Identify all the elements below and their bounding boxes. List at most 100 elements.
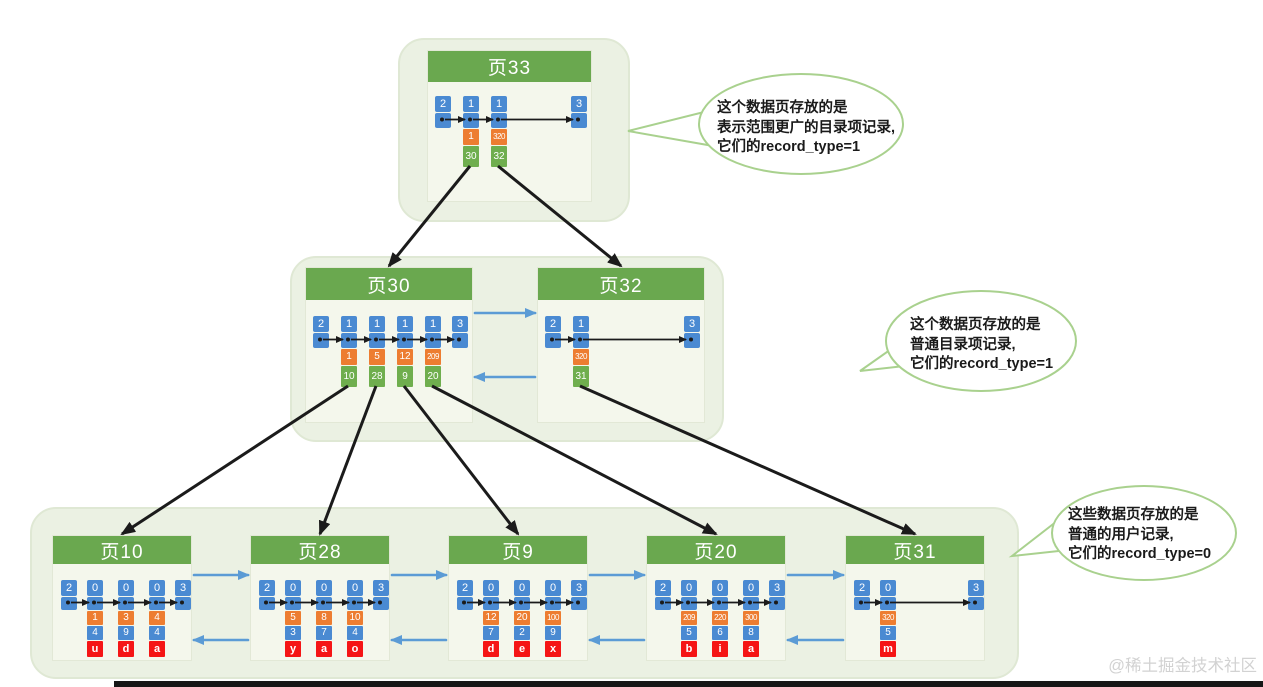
record-field: 12 [397,349,413,365]
record-type-value: 2 [457,580,473,596]
record-pointer-box [545,333,561,348]
record-field: 3 [285,626,301,640]
record-field: i [712,641,728,657]
record-cell: 2 [854,580,870,610]
bottom-progress-bar [114,681,1263,687]
record-cell: 3 [175,580,191,610]
record-field: 4 [149,611,165,625]
record-cell: 3 [968,580,984,610]
record-field: b [681,641,697,657]
page-title-p28: 页28 [251,536,389,564]
record-pointer-box [571,597,587,610]
record-cell: 3 [373,580,389,610]
record-field: e [514,641,530,657]
record-type-value: 1 [425,316,441,332]
record-pointer-box [175,597,191,610]
record-field: 10 [341,366,357,387]
record-pointer-box [118,597,134,610]
record-field: 1 [87,611,103,625]
callout-line: 它们的record_type=1 [717,139,861,155]
record-field: 8 [316,611,332,625]
record-type-value: 1 [397,316,413,332]
record-pointer-box [347,597,363,610]
record-type-value: 3 [968,580,984,596]
record-field: 28 [369,366,385,387]
record-type-value: 2 [435,96,451,112]
record-type-value: 0 [285,580,301,596]
record-pointer-box [457,597,473,610]
callout-directory-text: 这个数据页存放的是 普通目录项记录, 它们的record_type=1 [910,316,1053,375]
record-type-value: 0 [514,580,530,596]
record-type-value: 1 [573,316,589,332]
callout-line: 这个数据页存放的是 [717,100,848,116]
record-cell: 3 [769,580,785,610]
record-pointer-box [373,597,389,610]
record-field: 4 [87,626,103,640]
record-type-value: 0 [118,580,134,596]
record-type-value: 2 [655,580,671,596]
record-type-value: 0 [316,580,332,596]
record-pointer-box [514,597,530,610]
record-field: o [347,641,363,657]
record-pointer-box [397,333,413,348]
record-field: 12 [483,611,499,625]
record-cell: 3 [452,316,468,348]
callout-line: 普通目录项记录, [910,336,1016,353]
record-pointer-box [61,597,77,610]
record-cell: 3 [684,316,700,348]
record-field: 10 [347,611,363,625]
record-field: 9 [397,366,413,387]
record-pointer-box [712,597,728,610]
record-pointer-box [655,597,671,610]
record-field: y [285,641,301,657]
record-pointer-box [491,113,507,128]
record-cell: 3 [571,96,587,128]
record-field: 7 [483,626,499,640]
record-type-value: 3 [571,96,587,112]
record-pointer-box [87,597,103,610]
callout-tail-root [627,107,721,149]
record-field: 5 [880,626,896,640]
record-type-value: 0 [483,580,499,596]
record-field: 6 [712,626,728,640]
record-field: 209 [681,611,697,625]
record-pointer-box [149,597,165,610]
record-field: a [743,641,759,657]
record-type-value: 1 [491,96,507,112]
record-type-value: 3 [769,580,785,596]
record-pointer-box [452,333,468,348]
record-field: 20 [514,611,530,625]
page-title-p10: 页10 [53,536,191,564]
record-field: d [118,641,134,657]
record-cell: 2 [61,580,77,610]
record-field: 5 [369,349,385,365]
record-cell: 2 [655,580,671,610]
record-pointer-box [369,333,385,348]
record-type-value: 0 [545,580,561,596]
record-cell: 2 [457,580,473,610]
record-cell: 3 [571,580,587,610]
record-type-value: 0 [149,580,165,596]
callout-line: 这个数据页存放的是 [910,317,1041,333]
record-pointer-box [743,597,759,610]
record-pointer-box [483,597,499,610]
record-pointer-box [880,597,896,610]
record-field: 300 [743,611,759,625]
record-pointer-box [573,333,589,348]
record-field: 5 [285,611,301,625]
record-field: 30 [463,146,479,167]
record-field: 9 [545,626,561,640]
